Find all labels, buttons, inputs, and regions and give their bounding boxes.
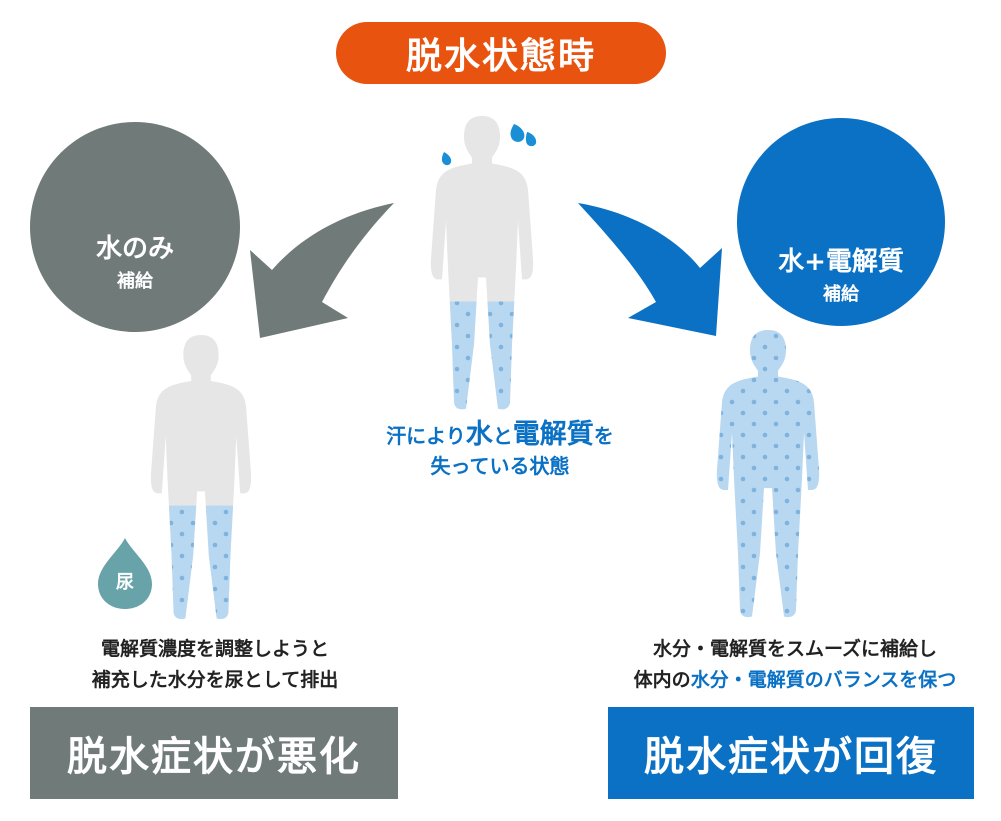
right-desc-line2: 体内の水分・電解質のバランスを保つ (600, 665, 990, 696)
caption-wo: を (593, 424, 614, 448)
water-only-circle (30, 122, 240, 332)
right-desc-line1: 水分・電解質をスムーズに補給し (652, 638, 938, 660)
caption-to: と (492, 424, 513, 448)
water-electrolyte-sub: 補給 (823, 284, 859, 305)
right-desc-highlight: 水分・電解質のバランスを保つ (690, 669, 957, 691)
state-title: 脱水状態時 (336, 22, 666, 84)
water-only-label: 水のみ 補給 (30, 228, 240, 293)
left-desc-line1: 電解質濃度を調整しようと (100, 638, 329, 660)
center-caption: 汗により水と電解質を 失っている状態 (340, 420, 660, 481)
center-caption-line1: 汗により水と電解質を (340, 420, 660, 451)
arrow-left-icon (250, 203, 394, 338)
water-only-main: 水のみ (95, 234, 174, 264)
sweat-drop-icon (441, 124, 537, 166)
water-electrolyte-main: 水+電解質 (778, 247, 904, 277)
left-person (150, 335, 252, 620)
arrow-right-icon (578, 203, 722, 336)
worsen-result: 脱水症状が悪化 (30, 707, 398, 799)
urine-drop-icon (98, 538, 152, 609)
water-electrolyte-circle (737, 118, 945, 326)
right-desc-pre: 体内の (633, 669, 691, 691)
left-description: 電解質濃度を調整しようと 補充した水分を尿として排出 (30, 634, 400, 696)
recover-result: 脱水症状が回復 (608, 707, 974, 799)
caption-pre: 汗により (386, 424, 466, 448)
center-caption-line2: 失っている状態 (430, 454, 570, 478)
water-electrolyte-label: 水+電解質 補給 (737, 241, 945, 306)
caption-water: 水 (465, 419, 493, 450)
center-person (430, 116, 534, 410)
water-only-sub: 補給 (117, 271, 153, 292)
caption-electrolyte: 電解質 (512, 419, 594, 450)
right-person (716, 330, 820, 618)
left-desc-line2: 補充した水分を尿として排出 (91, 669, 339, 691)
right-description: 水分・電解質をスムーズに補給し 体内の水分・電解質のバランスを保つ (600, 634, 990, 696)
urine-label: 尿 (116, 572, 134, 593)
